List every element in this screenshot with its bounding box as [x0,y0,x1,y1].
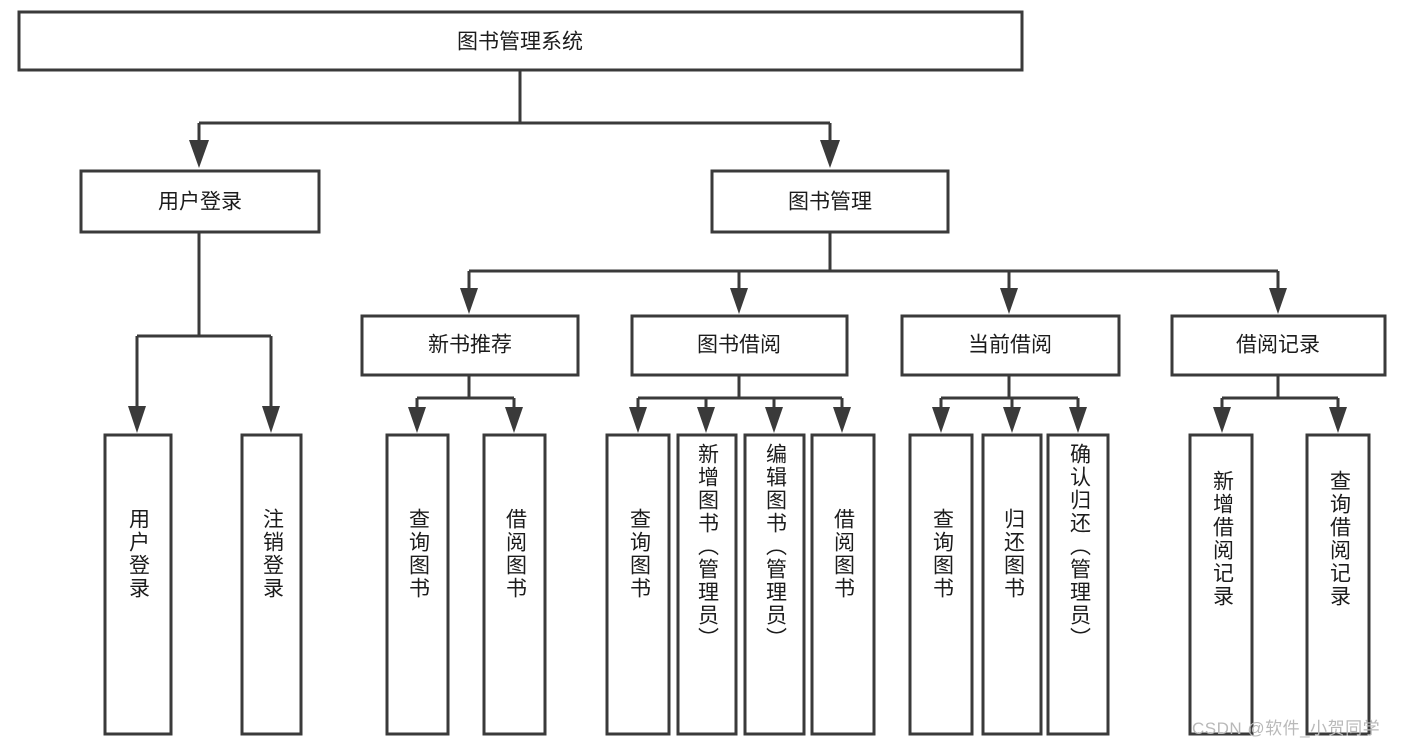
node-leaf-user-logout[interactable]: 注销登录 [240,433,303,736]
node-root-system-label: 图书管理系统 [457,31,583,54]
node-leaf-borrow-book-2[interactable]: 借阅图书 [810,433,876,736]
node-leaf-query-book-3-box[interactable] [908,433,974,736]
node-book-management[interactable]: 图书管理 [710,169,950,234]
node-user-login[interactable]: 用户登录 [79,169,321,234]
node-leaf-query-book-2-label: 查询图书 [628,508,652,600]
node-leaf-query-book-3[interactable]: 查询图书 [908,433,974,736]
node-leaf-confirm-return[interactable]: 确认归还（管理员） [1046,433,1110,736]
node-leaf-borrow-book-2-label: 借阅图书 [832,508,856,600]
arrow-head-leaf-borrow-book-2 [833,407,851,433]
node-leaf-add-record-label: 新增借阅记录 [1211,470,1235,608]
node-book-management-label: 图书管理 [788,191,872,214]
arrow-head-leaf-query-record [1329,407,1347,433]
node-new-book-recommend-label: 新书推荐 [428,334,512,357]
arrow-head-leaf-query-book-2 [629,407,647,433]
connector-current-borrow-to-leaves [932,375,1087,433]
connector-book-borrow-to-leaves [629,375,851,433]
connector-new-book-recommend-to-leaves [408,375,523,433]
node-leaf-user-logout-label: 注销登录 [261,508,285,600]
arrow-head-leaf-query-book-3 [932,407,950,433]
node-leaf-add-record[interactable]: 新增借阅记录 [1188,433,1254,736]
node-root-system[interactable]: 图书管理系统 [17,10,1024,72]
arrow-head-leaf-query-book-1 [408,407,426,433]
connector-root-to-level2 [189,70,840,168]
arrow-head-borrow-record [1269,288,1287,314]
node-leaf-edit-book-label: 编辑图书（管理员） [764,443,788,650]
node-leaf-add-book[interactable]: 新增图书（管理员） [676,433,738,736]
node-root-system-box[interactable] [17,10,1024,72]
node-book-borrow[interactable]: 图书借阅 [630,314,849,377]
node-leaf-query-book-2-box[interactable] [605,433,671,736]
node-new-book-recommend[interactable]: 新书推荐 [360,314,580,377]
node-leaf-query-book-2[interactable]: 查询图书 [605,433,671,736]
arrow-head-user-login [189,140,209,168]
arrow-head-leaf-borrow-book-1 [505,407,523,433]
node-leaf-return-book-box[interactable] [981,433,1043,736]
node-leaf-confirm-return-label: 确认归还（管理员） [1068,443,1092,650]
node-user-login-box[interactable] [79,169,321,234]
arrow-head-leaf-return-book [1003,407,1021,433]
arrow-head-leaf-user-logout [262,406,280,433]
csdn-watermark: CSDN @软件_小贺同学 [1192,719,1381,738]
node-leaf-user-login-box[interactable] [103,433,173,736]
node-leaf-user-logout-box[interactable] [240,433,303,736]
node-leaf-query-book-3-label: 查询图书 [931,508,955,600]
arrow-head-book-management [820,140,840,168]
node-current-borrow-box[interactable] [900,314,1121,377]
node-leaf-return-book[interactable]: 归还图书 [981,433,1043,736]
connector-borrow-record-to-leaves [1213,375,1347,433]
node-leaf-query-record-label: 查询借阅记录 [1328,470,1352,608]
node-new-book-recommend-box[interactable] [360,314,580,377]
node-leaf-borrow-book-1-label: 借阅图书 [504,508,528,600]
node-leaf-query-book-1-box[interactable] [385,433,450,736]
node-book-borrow-box[interactable] [630,314,849,377]
node-leaf-edit-book-box[interactable] [743,433,806,736]
node-book-borrow-label: 图书借阅 [697,334,781,357]
node-leaf-borrow-book-2-box[interactable] [810,433,876,736]
node-leaf-add-book-label: 新增图书（管理员） [696,443,720,650]
node-current-borrow[interactable]: 当前借阅 [900,314,1121,377]
arrow-head-leaf-edit-book [765,407,783,433]
node-book-management-box[interactable] [710,169,950,234]
node-borrow-record[interactable]: 借阅记录 [1170,314,1387,377]
node-current-borrow-label: 当前借阅 [968,334,1052,357]
connector-book-management-to-level3 [460,232,1287,314]
node-leaf-confirm-return-box[interactable] [1046,433,1110,736]
node-leaf-query-record-box[interactable] [1305,433,1371,736]
arrow-head-new-book-recommend [460,288,478,314]
node-leaf-borrow-book-1-box[interactable] [482,433,547,736]
node-leaf-borrow-book-1[interactable]: 借阅图书 [482,433,547,736]
node-user-login-label: 用户登录 [158,191,242,214]
arrow-head-current-borrow [1000,288,1018,314]
node-leaf-query-book-1-label: 查询图书 [407,508,431,600]
node-leaf-user-login-label: 用户登录 [127,508,151,600]
node-leaf-return-book-label: 归还图书 [1002,508,1026,600]
arrow-head-leaf-confirm-return [1069,407,1087,433]
arrow-head-book-borrow [730,288,748,314]
connector-user-login-to-leaves [128,232,280,433]
node-leaf-edit-book[interactable]: 编辑图书（管理员） [743,433,806,736]
node-borrow-record-box[interactable] [1170,314,1387,377]
arrow-head-leaf-add-book [697,407,715,433]
node-leaf-add-book-box[interactable] [676,433,738,736]
node-leaf-query-record[interactable]: 查询借阅记录 [1305,433,1371,736]
arrow-head-leaf-user-login [128,406,146,433]
node-leaf-query-book-1[interactable]: 查询图书 [385,433,450,736]
node-leaf-add-record-box[interactable] [1188,433,1254,736]
arrow-head-leaf-add-record [1213,407,1231,433]
node-leaf-user-login[interactable]: 用户登录 [103,433,173,736]
node-borrow-record-label: 借阅记录 [1236,334,1320,357]
